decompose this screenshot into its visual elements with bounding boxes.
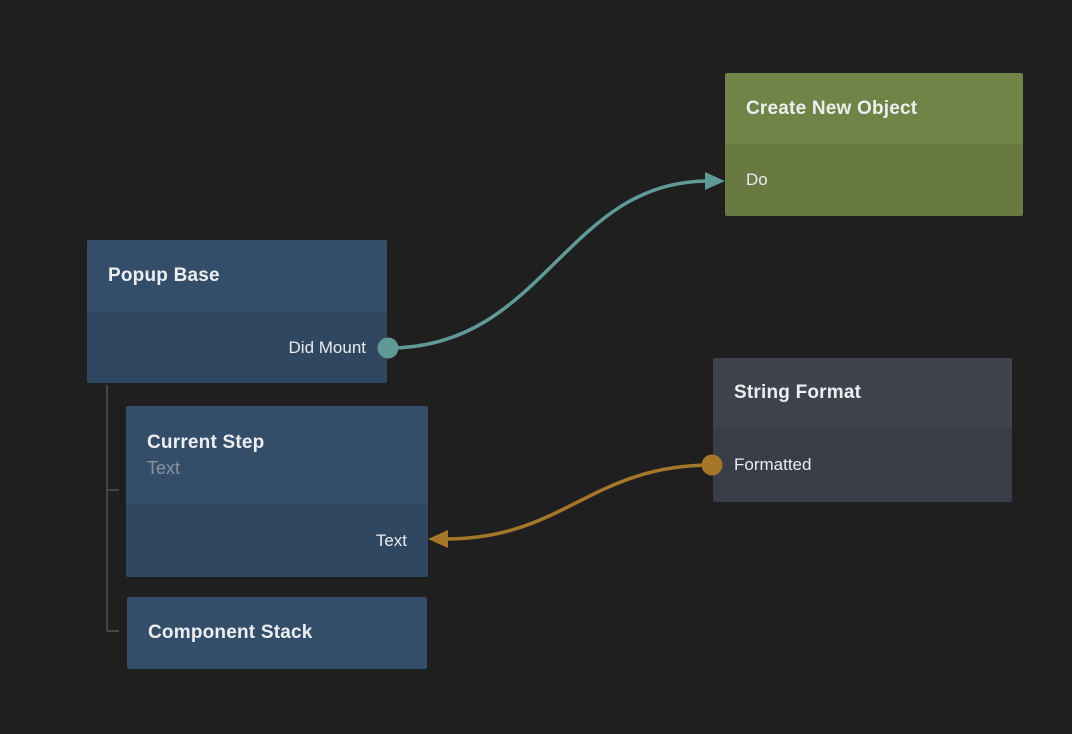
node-component-stack-header[interactable]: Component Stack: [127, 597, 427, 669]
node-create-new-object-body: Do: [725, 144, 1023, 216]
port-output-did-mount[interactable]: Did Mount: [288, 337, 366, 357]
node-popup-base-header[interactable]: Popup Base: [87, 240, 387, 312]
node-create-new-object-header[interactable]: Create New Object: [725, 73, 1023, 144]
node-title: String Format: [734, 382, 862, 403]
node-current-step-body: Text: [126, 504, 428, 577]
connection-arrowhead-do-icon: [705, 172, 725, 190]
node-title: Create New Object: [746, 97, 918, 119]
node-popup-base[interactable]: Popup Base Did Mount: [87, 240, 387, 383]
connection-didmount-to-do[interactable]: [388, 179, 709, 350]
node-component-stack[interactable]: Component Stack: [127, 597, 427, 669]
node-title: Current Step: [147, 431, 265, 453]
port-input-text[interactable]: Text: [375, 530, 407, 550]
port-output-formatted[interactable]: Formatted: [734, 455, 812, 474]
node-current-step[interactable]: Current Step Text Text: [126, 406, 428, 577]
node-string-format-header[interactable]: String Format: [713, 358, 1012, 428]
node-current-step-header[interactable]: Current Step Text: [126, 406, 428, 504]
node-title: Popup Base: [108, 265, 220, 286]
node-string-format-body: Formatted: [713, 428, 1012, 502]
port-input-do[interactable]: Do: [746, 170, 768, 189]
connection-arrowhead-text-icon: [428, 530, 448, 548]
node-popup-base-body: Did Mount: [87, 312, 387, 383]
node-title: Component Stack: [148, 622, 313, 643]
node-create-new-object[interactable]: Create New Object Do: [725, 73, 1023, 216]
node-subtitle: Text: [147, 457, 181, 478]
node-string-format[interactable]: String Format Formatted: [713, 358, 1012, 502]
connection-formatted-to-text[interactable]: [444, 463, 713, 541]
